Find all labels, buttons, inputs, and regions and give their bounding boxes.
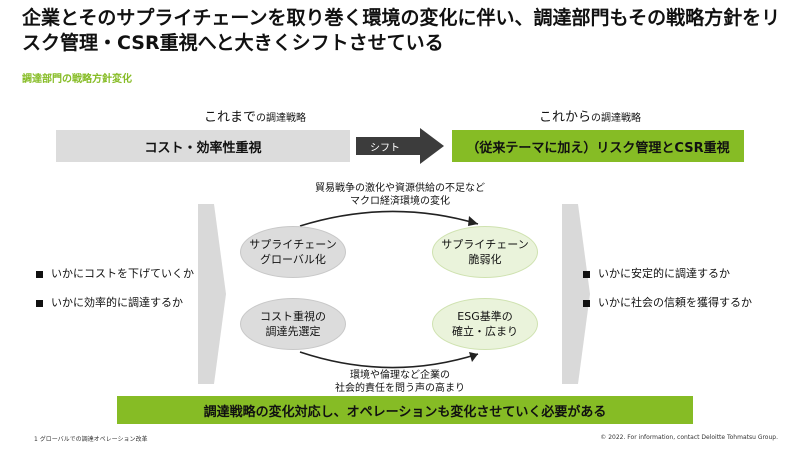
social-responsibility-note: 環境や倫理など企業の 社会的責任を問う声の高まり — [290, 369, 510, 395]
circle-supply-chain-fragility: サプライチェーン脆弱化 — [432, 226, 538, 278]
left-bullet-text-2: いかに効率的に調達するか — [51, 296, 183, 309]
footnote: 1 グローバルでの調達オペレーション改革 — [34, 436, 148, 443]
after-label-small: の調達戦略 — [591, 113, 641, 124]
bottom-arc-arrow — [299, 351, 479, 369]
left-bullet-item: いかにコストを下げていくか — [36, 265, 194, 281]
macro-note-line-2: マクロ経済環境の変化 — [350, 196, 450, 207]
circle-cost-line-2: 調達先選定 — [265, 325, 321, 338]
after-label-main: これから — [538, 110, 591, 125]
circle-cost-line-1: コスト重視の — [260, 310, 326, 323]
circle-esg-line-2: 確立・広まり — [452, 325, 518, 338]
before-label-small: の調達戦略 — [256, 113, 306, 124]
social-note-line-2: 社会的責任を問う声の高まり — [335, 383, 465, 394]
circle-globalization-line-1: サプライチェーン — [249, 238, 337, 251]
shift-label: シフト — [370, 143, 400, 154]
top-arc-arrowhead — [468, 216, 478, 226]
after-strategy-label: これからの調達戦略 — [450, 106, 730, 125]
left-bullet-item: いかに効率的に調達するか — [36, 294, 183, 310]
left-bullet-text-1: いかにコストを下げていくか — [51, 267, 194, 280]
right-bullet-text-2: いかに社会の信頼を獲得するか — [598, 296, 752, 309]
right-bullet-item: いかに社会の信頼を獲得するか — [583, 294, 752, 310]
circle-globalization-line-2: グローバル化 — [260, 253, 326, 266]
top-arc-arrow — [299, 210, 479, 227]
shift-arrow — [356, 128, 444, 164]
right-bullet-text-1: いかに安定的に調達するか — [598, 267, 730, 280]
circle-fragility-line-1: サプライチェーン — [441, 238, 529, 251]
circle-supply-chain-globalization: サプライチェーングローバル化 — [240, 226, 346, 278]
before-label-main: これまで — [203, 110, 256, 125]
section-subhead: 調達部門の戦略方針変化 — [22, 74, 132, 85]
bullet-square-icon — [583, 299, 590, 307]
copyright: © 2022. For information, contact Deloitt… — [600, 434, 778, 441]
circle-esg-line-1: ESG基準の — [457, 310, 513, 323]
circle-cost-supplier-selection: コスト重視の調達先選定 — [240, 298, 346, 350]
before-strategy-box: コスト・効率性重視 — [56, 130, 350, 162]
circle-esg-standards: ESG基準の確立・広まり — [432, 298, 538, 350]
bullet-square-icon — [36, 270, 43, 278]
bullet-square-icon — [583, 270, 590, 278]
right-bullet-item: いかに安定的に調達するか — [583, 265, 730, 281]
bottom-arc-arrowhead — [469, 352, 478, 362]
conclusion-bar: 調達戦略の変化対応し、オペレーションも変化させていく必要がある — [117, 396, 693, 424]
macro-environment-note: 貿易戦争の激化や資源供給の不足など マクロ経済環境の変化 — [290, 182, 510, 208]
page-title: 企業とそのサプライチェーンを取り巻く環境の変化に伴い、調達部門もその戦略方針をリ… — [22, 7, 781, 54]
after-strategy-box: （従来テーマに加え）リスク管理とCSR重視 — [452, 130, 744, 162]
macro-note-line-1: 貿易戦争の激化や資源供給の不足など — [315, 183, 485, 194]
bullet-square-icon — [36, 299, 43, 307]
circle-fragility-line-2: 脆弱化 — [468, 253, 502, 266]
left-chevron-shape — [198, 204, 226, 384]
social-note-line-1: 環境や倫理など企業の — [350, 370, 450, 381]
before-strategy-label: これまでの調達戦略 — [140, 106, 370, 125]
right-chevron-shape — [562, 204, 590, 384]
